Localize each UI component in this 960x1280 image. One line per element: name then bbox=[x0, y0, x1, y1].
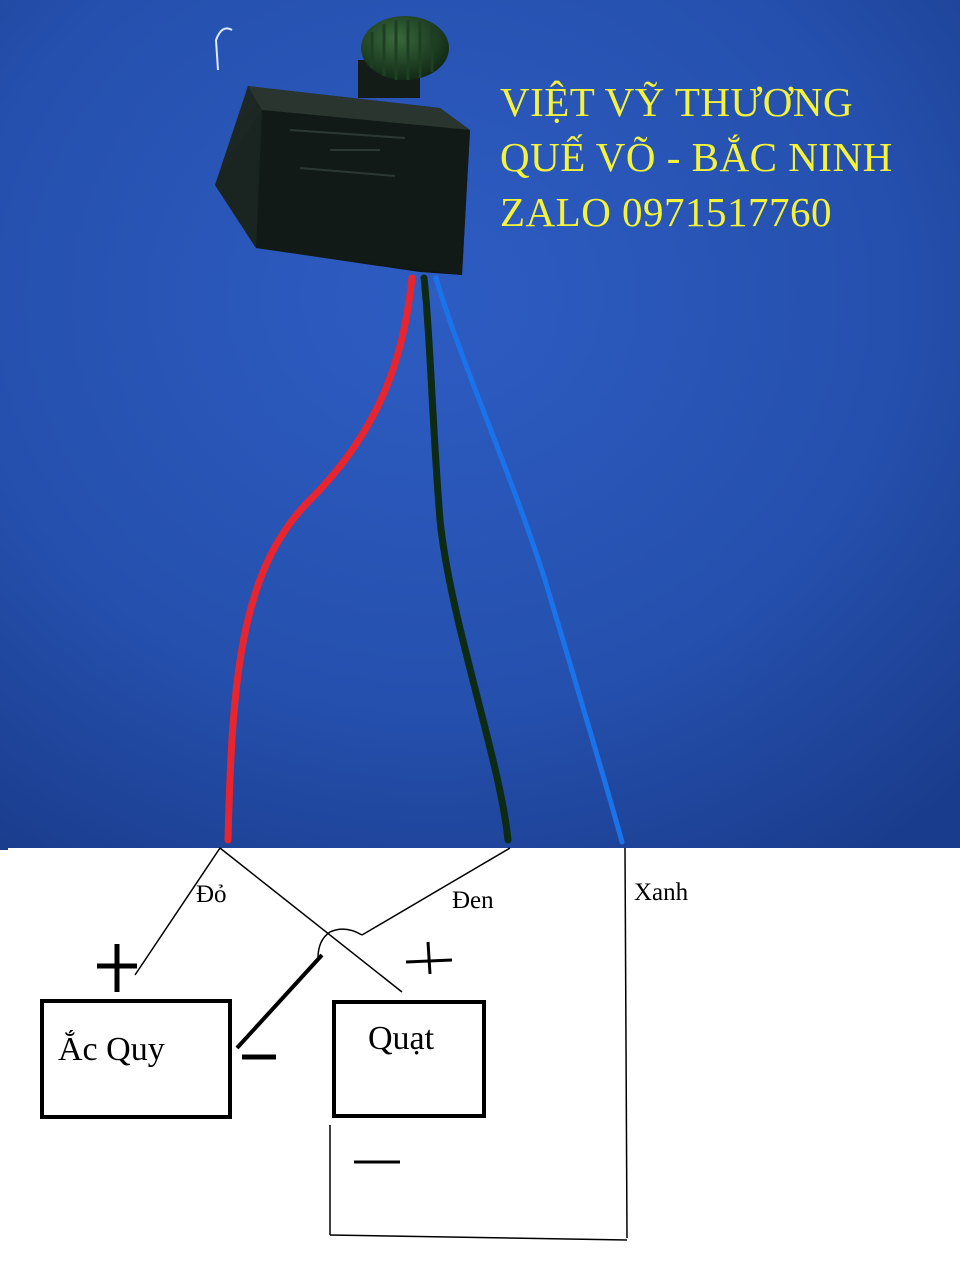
watermark-line-2: QUẾ VÕ - BẮC NINH bbox=[500, 134, 893, 180]
fan-label: Quạt bbox=[368, 1020, 435, 1057]
black-wire-label: Đen bbox=[452, 887, 494, 914]
black-wire bbox=[420, 274, 512, 844]
red-wire-label: Đỏ bbox=[196, 881, 227, 908]
pen-mark bbox=[214, 27, 233, 71]
watermark-line-1: VIỆT VỸ THƯƠNG bbox=[500, 79, 854, 125]
photo-background bbox=[0, 0, 960, 850]
battery-negative-wire bbox=[235, 953, 324, 1050]
fan-box: Quạt bbox=[332, 1000, 486, 1118]
red-wire bbox=[224, 274, 416, 844]
diagram-lines bbox=[134, 847, 628, 1241]
battery-label: Ắc Quy bbox=[58, 1031, 165, 1068]
dimmer-housing bbox=[215, 86, 470, 275]
plus-sign-fan bbox=[405, 941, 453, 975]
blue-wire-label: Xanh bbox=[634, 879, 689, 906]
potentiometer-knob bbox=[358, 16, 449, 98]
blue-wire bbox=[433, 275, 625, 845]
plus-sign-battery bbox=[97, 944, 137, 992]
battery-box: Ắc Quy bbox=[40, 999, 232, 1119]
watermark-line-3: ZALO 0971517760 bbox=[500, 189, 833, 235]
